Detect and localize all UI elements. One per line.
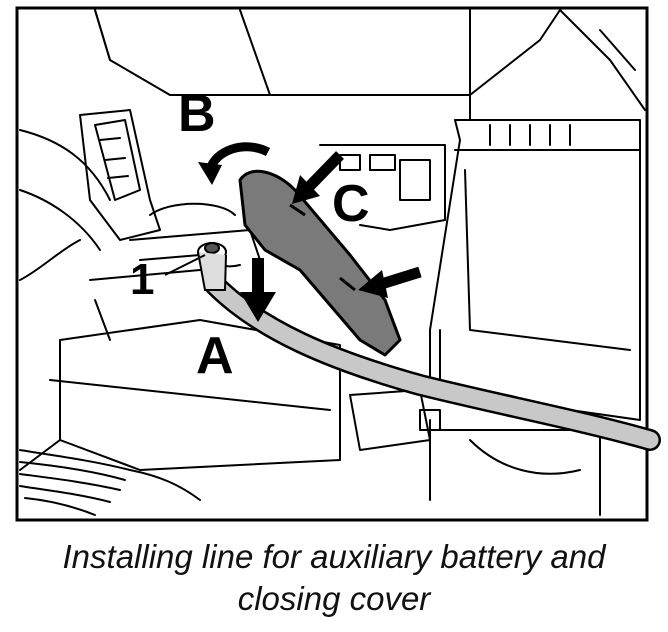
battery-cover [238, 169, 402, 357]
arrow-down-icon [240, 258, 276, 322]
figure-caption: Installing line for auxiliary battery an… [0, 536, 668, 620]
arrow-left-icon [292, 151, 344, 204]
arrow-left-icon [358, 266, 422, 298]
callout-label-b: B [178, 85, 216, 143]
caption-line-2: closing cover [237, 580, 431, 617]
callout-label-1: 1 [130, 255, 155, 304]
callout-label-c: C [332, 175, 370, 233]
curved-arrow-icon [198, 142, 271, 185]
engine-bay-drawing [19, 9, 646, 516]
callout-leader-1 [164, 254, 206, 276]
terminal-nut [197, 242, 227, 291]
callout-label-a: A [196, 327, 234, 385]
caption-line-1: Installing line for auxiliary battery an… [62, 538, 606, 575]
